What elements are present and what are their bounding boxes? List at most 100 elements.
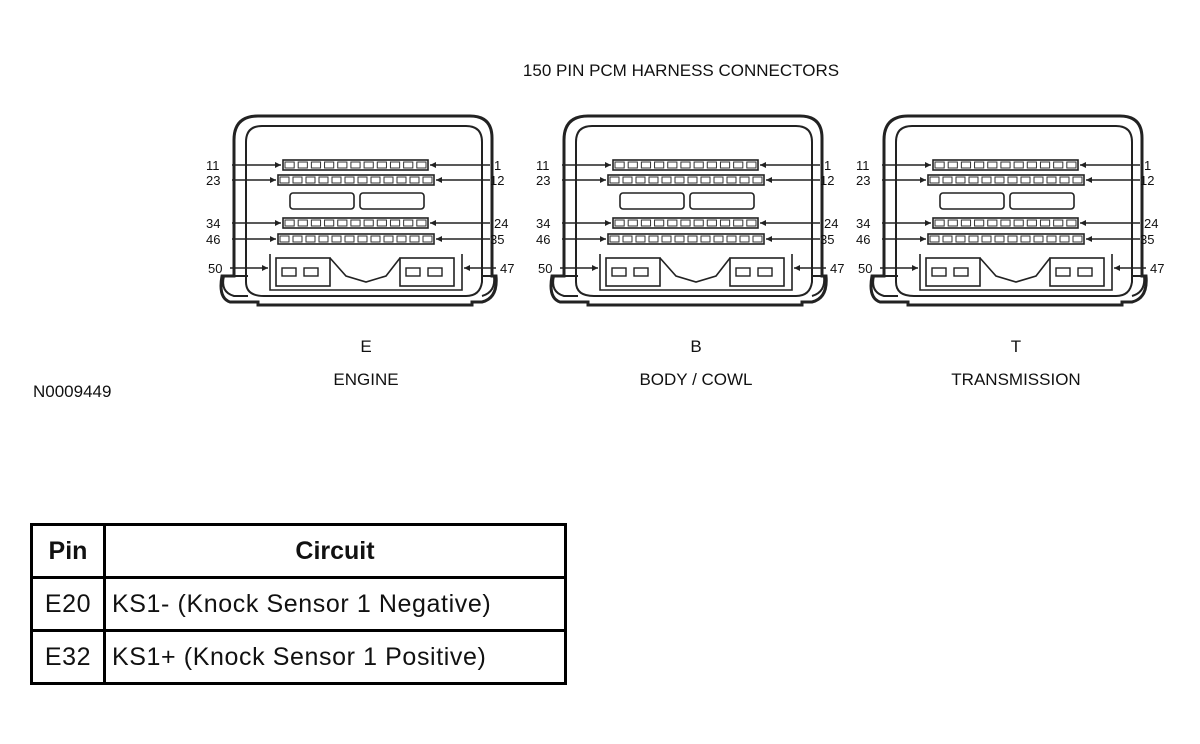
pin-socket bbox=[370, 235, 381, 243]
power-terminal-block bbox=[729, 257, 785, 287]
pin-socket bbox=[942, 176, 953, 184]
pin-socket bbox=[726, 176, 737, 184]
pin-socket bbox=[416, 161, 427, 169]
key-slot bbox=[939, 192, 1005, 210]
arrow-icon bbox=[605, 220, 611, 226]
pin-socket bbox=[614, 161, 625, 169]
arrow-icon bbox=[925, 220, 931, 226]
pin-label-right: 12 bbox=[820, 173, 834, 188]
pin-row bbox=[277, 174, 435, 186]
circuit-cell: KS1- (Knock Sensor 1 Negative) bbox=[103, 576, 567, 632]
pin-socket bbox=[674, 176, 685, 184]
pin-socket bbox=[1072, 176, 1083, 184]
pin-socket bbox=[994, 176, 1005, 184]
connector-letter: E bbox=[360, 337, 371, 356]
pin-label-left: 50 bbox=[538, 261, 552, 276]
pin-socket bbox=[324, 219, 335, 227]
connector-shell bbox=[869, 114, 1148, 307]
pin-label-right: 35 bbox=[490, 232, 504, 247]
pin-socket bbox=[389, 219, 401, 227]
arrow-icon bbox=[760, 162, 766, 168]
key-slot bbox=[689, 192, 755, 210]
pin-socket bbox=[1033, 235, 1044, 243]
arrow-icon bbox=[600, 177, 606, 183]
pin-socket bbox=[700, 176, 711, 184]
pin-socket bbox=[622, 235, 633, 243]
pin-socket bbox=[1046, 235, 1057, 243]
pin-socket bbox=[635, 176, 646, 184]
pin-socket bbox=[1000, 161, 1011, 169]
arrow-icon bbox=[262, 265, 268, 271]
pin-label-right: 1 bbox=[494, 158, 501, 173]
table-row: E20 KS1- (Knock Sensor 1 Negative) bbox=[30, 576, 567, 632]
pin-socket bbox=[1013, 161, 1024, 169]
pin-socket bbox=[654, 219, 665, 227]
pin-socket bbox=[363, 161, 374, 169]
pin-socket bbox=[344, 176, 355, 184]
pin-socket bbox=[344, 235, 355, 243]
pin-socket bbox=[661, 235, 672, 243]
power-terminal-block bbox=[605, 257, 661, 287]
pin-socket bbox=[752, 176, 763, 184]
arrow-icon bbox=[430, 162, 436, 168]
pin-socket bbox=[654, 161, 665, 169]
pin-label-left: 46 bbox=[206, 232, 220, 247]
pin-socket bbox=[396, 176, 407, 184]
pin-socket bbox=[627, 219, 638, 227]
power-terminal-block bbox=[275, 257, 331, 287]
pin-row bbox=[927, 174, 1085, 186]
pin-label-left: 46 bbox=[856, 232, 870, 247]
pin-label-left: 46 bbox=[536, 232, 550, 247]
pin-socket bbox=[648, 235, 659, 243]
pin-socket bbox=[693, 219, 704, 227]
pin-socket bbox=[955, 176, 966, 184]
pin-socket bbox=[667, 219, 678, 227]
arrow-icon bbox=[766, 236, 772, 242]
connector-inner-outline bbox=[575, 125, 813, 297]
arrow-icon bbox=[275, 220, 281, 226]
pin-column-header: Pin bbox=[30, 523, 106, 579]
power-pin bbox=[633, 267, 649, 277]
pin-socket bbox=[947, 219, 958, 227]
pin-label-left: 50 bbox=[208, 261, 222, 276]
circuit-column-header: Circuit bbox=[103, 523, 567, 579]
pin-socket bbox=[700, 235, 711, 243]
pin-socket bbox=[680, 161, 691, 169]
pin-socket bbox=[1059, 235, 1070, 243]
pin-socket bbox=[416, 219, 427, 227]
pin-socket bbox=[376, 161, 387, 169]
pin-socket bbox=[674, 235, 685, 243]
arrow-icon bbox=[925, 162, 931, 168]
pin-socket bbox=[318, 176, 329, 184]
pin-socket bbox=[929, 235, 940, 243]
pin-socket bbox=[609, 235, 620, 243]
pin-socket bbox=[279, 235, 290, 243]
pin-socket bbox=[713, 235, 724, 243]
pin-socket bbox=[284, 161, 295, 169]
pin-socket bbox=[739, 176, 750, 184]
power-pin bbox=[931, 267, 947, 277]
arrow-icon bbox=[912, 265, 918, 271]
pin-socket bbox=[331, 235, 342, 243]
pin-socket bbox=[987, 161, 998, 169]
arrow-icon bbox=[1086, 236, 1092, 242]
pin-socket bbox=[1013, 219, 1024, 227]
pin-socket bbox=[403, 161, 414, 169]
pin-socket bbox=[739, 235, 750, 243]
pin-socket bbox=[640, 219, 652, 227]
pin-row bbox=[277, 233, 435, 245]
pin-socket bbox=[746, 161, 757, 169]
connector-name: TRANSMISSION bbox=[951, 370, 1080, 389]
pin-socket bbox=[396, 235, 407, 243]
pin-socket bbox=[1007, 235, 1018, 243]
pin-socket bbox=[1000, 219, 1011, 227]
arrow-icon bbox=[1086, 177, 1092, 183]
pin-row bbox=[607, 174, 765, 186]
pin-cell: E20 bbox=[30, 576, 106, 632]
connector-inner-outline bbox=[245, 125, 483, 297]
pin-label-right: 35 bbox=[820, 232, 834, 247]
pin-socket bbox=[1033, 176, 1044, 184]
power-pin bbox=[953, 267, 969, 277]
pin-socket bbox=[297, 161, 308, 169]
connector-shell bbox=[549, 114, 828, 307]
